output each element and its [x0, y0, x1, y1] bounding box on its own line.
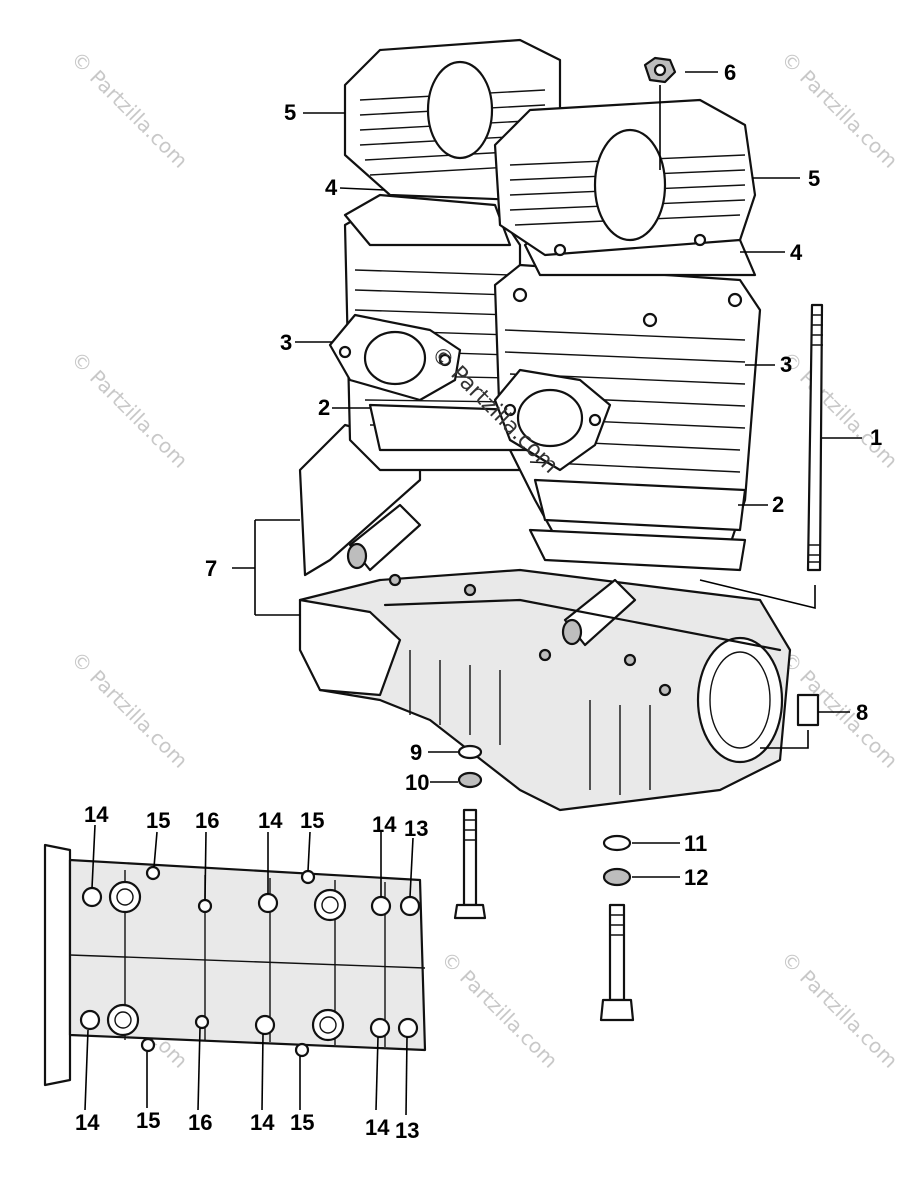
callout-11: 11: [684, 831, 707, 856]
crankcase-bolt-right: [599, 903, 635, 1022]
callout-4: 4: [325, 175, 338, 200]
leader-lines: [84, 71, 862, 1116]
watermark: © Partzilla.com: [436, 947, 562, 1073]
callout-numbers: 1 2 2 3 3 4 4 5 5 6 7 8 9 10 11 12 14 15…: [75, 60, 882, 1143]
cylinder-head-right: [493, 98, 757, 257]
crankcase-bolt-left: [453, 808, 487, 920]
watermark: © Partzilla.com: [776, 347, 902, 473]
callout-14: 14: [75, 1110, 100, 1135]
watermark: © Partzilla.com: [66, 347, 192, 473]
callout-13: 13: [395, 1118, 419, 1143]
head-gasket-left: [343, 193, 512, 247]
washer-9: [457, 744, 483, 760]
callout-2: 2: [318, 395, 330, 420]
callout-14: 14: [250, 1110, 275, 1135]
callout-2: 2: [772, 492, 784, 517]
callout-15: 15: [300, 808, 324, 833]
lock-washer-10: [457, 771, 483, 789]
callout-8: 8: [856, 700, 868, 725]
base-gasket-right: [533, 478, 747, 532]
callout-3: 3: [280, 330, 292, 355]
watermark: © Partzilla.com: [776, 47, 902, 173]
watermark: © Partzilla.com: [776, 647, 902, 773]
washer-11: [602, 834, 632, 852]
callout-15: 15: [146, 808, 170, 833]
callout-14: 14: [84, 802, 109, 827]
callout-12: 12: [684, 865, 708, 890]
callout-14: 14: [258, 808, 283, 833]
head-nut: [643, 56, 677, 170]
callout-5: 5: [284, 100, 296, 125]
dowel-pin: [796, 693, 820, 727]
callout-7: 7: [205, 556, 217, 581]
callout-15: 15: [136, 1108, 160, 1133]
callout-14: 14: [365, 1115, 390, 1140]
callout-3: 3: [780, 352, 792, 377]
callout-5: 5: [808, 166, 820, 191]
callout-16: 16: [188, 1110, 212, 1135]
exhaust-cover-right: [493, 368, 612, 472]
callout-9: 9: [410, 740, 422, 765]
callout-15: 15: [290, 1110, 314, 1135]
watermark: © Partzilla.com: [66, 647, 192, 773]
stud-bolt: [806, 303, 824, 572]
callout-14: 14: [372, 812, 397, 837]
callout-6: 6: [724, 60, 736, 85]
crankcase: [298, 423, 792, 812]
callout-16: 16: [195, 808, 219, 833]
exhaust-cover-left: [328, 313, 462, 402]
callout-13: 13: [404, 816, 428, 841]
callout-1: 1: [870, 425, 882, 450]
watermark: © Partzilla.com: [66, 47, 192, 173]
callout-10: 10: [405, 770, 429, 795]
crankcase-bottom-view: [43, 843, 427, 1087]
lock-washer-12: [602, 867, 632, 887]
callout-4: 4: [790, 240, 803, 265]
watermark: © Partzilla.com: [776, 947, 902, 1073]
